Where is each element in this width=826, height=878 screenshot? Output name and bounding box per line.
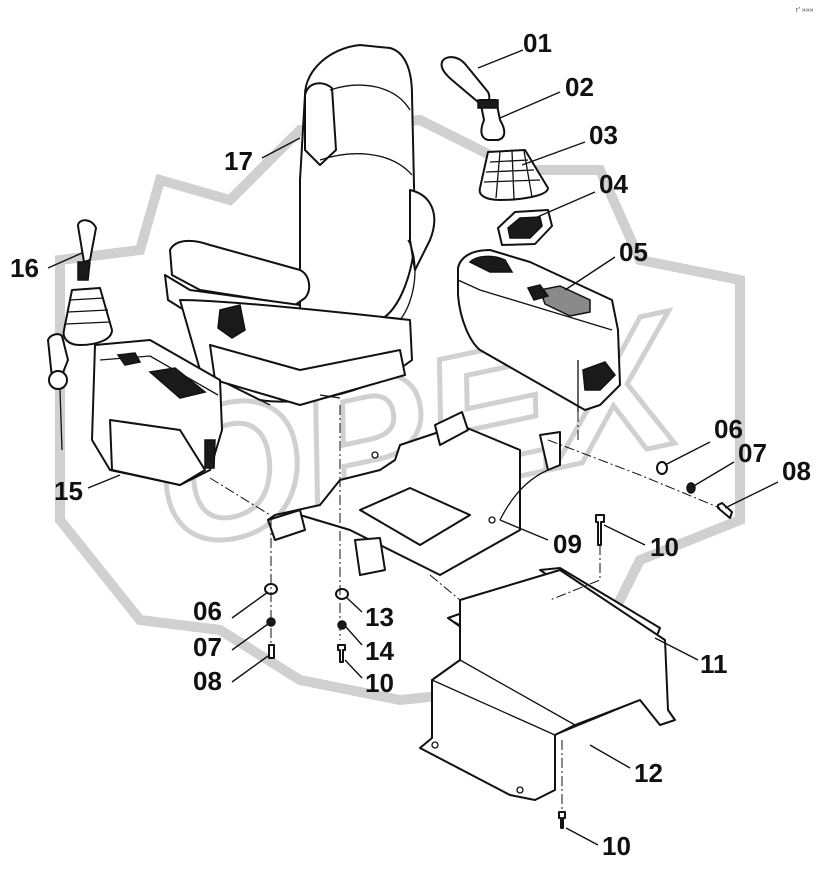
label-04: 04 bbox=[599, 169, 628, 199]
label-12: 12 bbox=[634, 758, 663, 788]
part-14-lockwasher[interactable] bbox=[337, 620, 347, 630]
label-07-left: 07 bbox=[193, 632, 222, 662]
watermark-gear bbox=[55, 114, 745, 706]
label-16: 16 bbox=[10, 253, 39, 283]
label-07-right: 07 bbox=[738, 438, 767, 468]
part-09-mount-frame[interactable] bbox=[267, 411, 561, 576]
part-06-washer-right[interactable] bbox=[656, 461, 668, 475]
label-02: 02 bbox=[565, 72, 594, 102]
label-10-c: 10 bbox=[602, 831, 631, 861]
label-01: 01 bbox=[523, 28, 552, 58]
label-10-a: 10 bbox=[650, 532, 679, 562]
label-10-b: 10 bbox=[365, 668, 394, 698]
part-16-joystick[interactable] bbox=[62, 219, 113, 346]
part-13-washer[interactable] bbox=[335, 588, 349, 600]
part-17-seat[interactable] bbox=[164, 44, 436, 406]
label-06-right: 06 bbox=[714, 414, 743, 444]
part-02-shaft[interactable] bbox=[477, 99, 506, 141]
label-08-right: 08 bbox=[782, 456, 811, 486]
label-15: 15 bbox=[54, 476, 83, 506]
label-17: 17 bbox=[224, 146, 253, 176]
part-12-seat-base[interactable] bbox=[419, 569, 676, 801]
corner-mark: r’ »»» bbox=[796, 7, 814, 14]
part-05-right-console[interactable] bbox=[457, 249, 621, 412]
part-10-bolt-c[interactable] bbox=[558, 811, 566, 829]
part-08-screw-left[interactable] bbox=[268, 644, 275, 659]
leader-lines bbox=[47, 49, 779, 846]
label-05: 05 bbox=[619, 237, 648, 267]
part-10-bolt-b[interactable] bbox=[337, 644, 346, 663]
label-13: 13 bbox=[365, 602, 394, 632]
part-01-knob[interactable] bbox=[440, 56, 491, 105]
label-14: 14 bbox=[365, 636, 394, 666]
part-04-plate[interactable] bbox=[497, 209, 553, 246]
assembly-guides bbox=[209, 405, 721, 812]
label-06-left: 06 bbox=[193, 596, 222, 626]
label-09: 09 bbox=[553, 529, 582, 559]
label-03: 03 bbox=[589, 120, 618, 150]
label-11: 11 bbox=[700, 649, 728, 679]
label-08-left: 08 bbox=[193, 666, 222, 696]
part-03-boot[interactable] bbox=[478, 149, 549, 201]
part-15-left-console[interactable] bbox=[47, 333, 223, 486]
part-07-lockwasher-right[interactable] bbox=[686, 482, 696, 494]
part-10-bolt-a[interactable] bbox=[595, 514, 605, 546]
